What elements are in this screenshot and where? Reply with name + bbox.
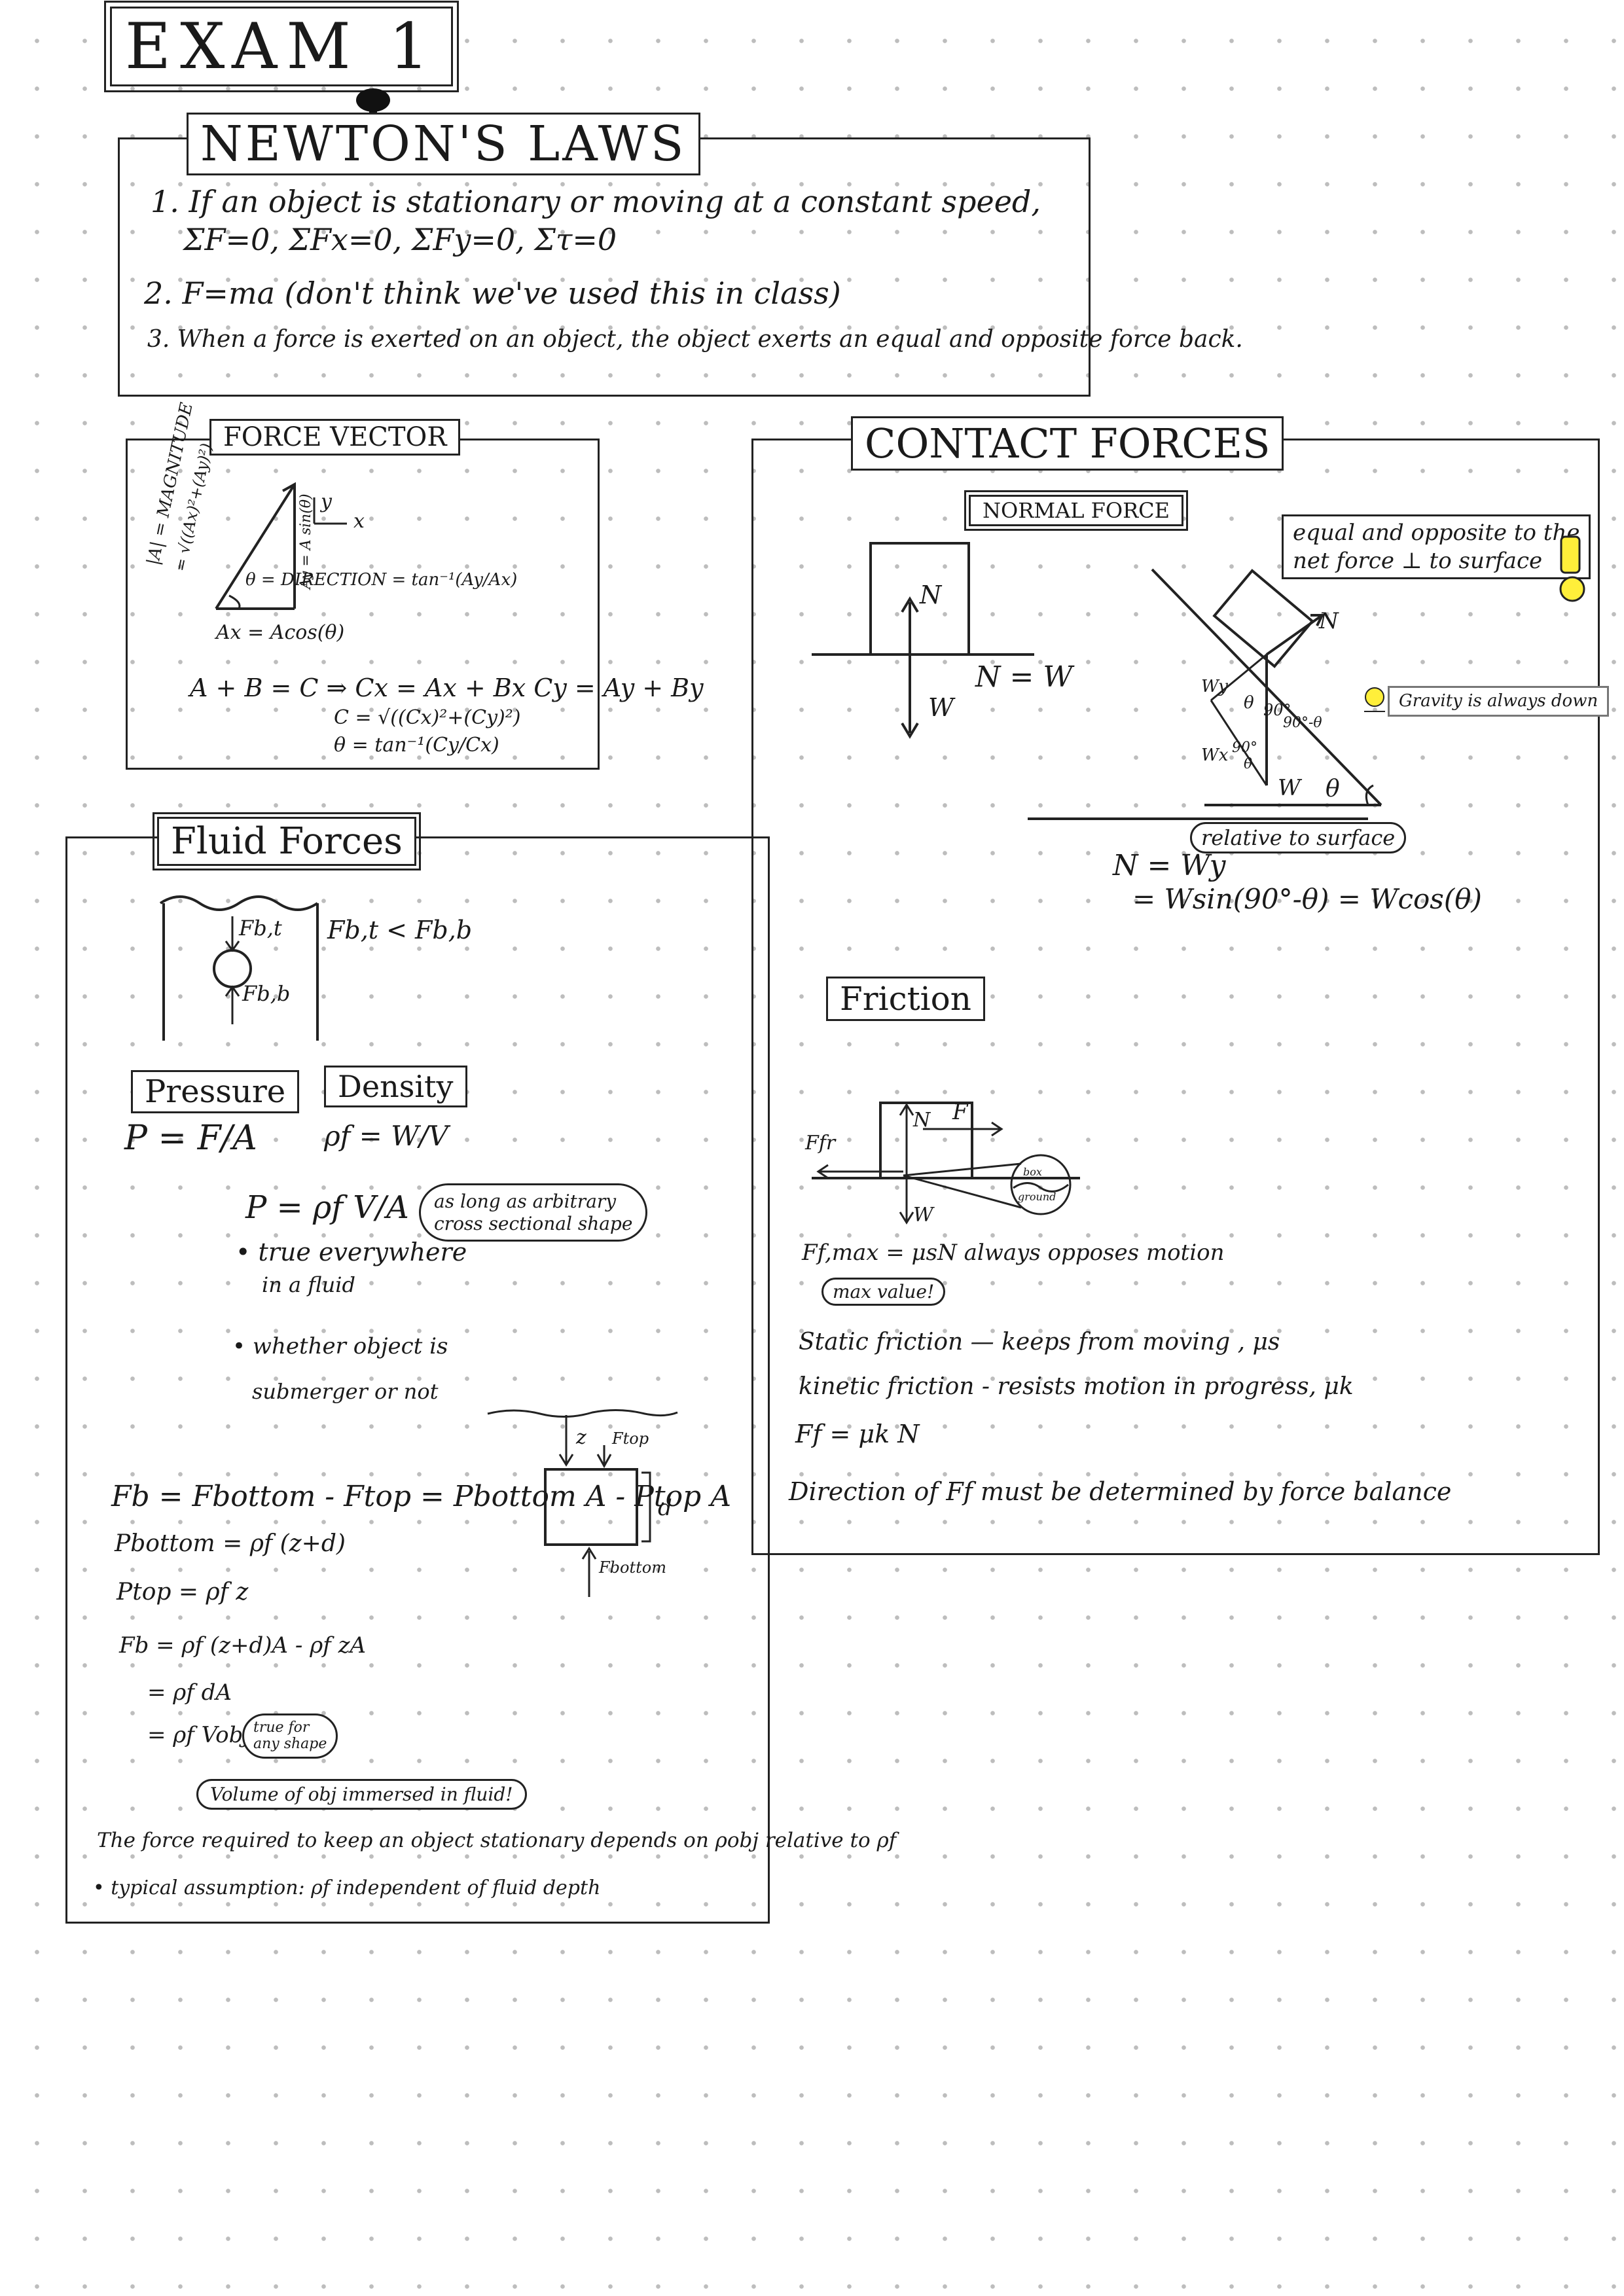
c-direction: θ = tan⁻¹(Cy/Cx) — [334, 734, 499, 757]
friction-title: Friction — [826, 977, 985, 1021]
true-any-shape-bubble: true for any shape — [242, 1713, 338, 1759]
buoyancy-equation-4: = ρf Vobj — [147, 1722, 250, 1748]
bullet-in-fluid: in a fluid — [262, 1272, 355, 1297]
incline-n-label: N — [1319, 608, 1339, 634]
axis-y-label: y — [321, 490, 332, 513]
static-friction-line: Static friction — keeps from moving , μs — [799, 1329, 1280, 1355]
block-d-label: d — [658, 1495, 672, 1521]
typical-assumption-line: • typical assumption: ρf independent of … — [93, 1876, 601, 1899]
ftop-label: Ftop — [612, 1429, 649, 1448]
incline-theta-top: θ — [1244, 693, 1254, 713]
contact-forces-title: CONTACT FORCES — [851, 416, 1284, 471]
fbottom-label: Fbottom — [599, 1558, 666, 1577]
p-bottom-equation: Pbottom = ρf (z+d) — [115, 1530, 346, 1557]
buoyancy-diagram — [159, 895, 319, 1041]
law-2-text: 2. F=ma (don't think we've used this in … — [144, 276, 841, 311]
pressure-title: Pressure — [131, 1070, 300, 1113]
axis-x-label: x — [353, 510, 365, 533]
incline-theta-base: θ — [1326, 776, 1340, 802]
ax-label: Ax = Acos(θ) — [216, 621, 345, 644]
gravity-note: Gravity is always down — [1388, 686, 1610, 717]
buoyancy-compare: Fb,t < Fb,b — [327, 916, 473, 944]
submerged-block-diagram — [487, 1408, 678, 1597]
incline-ninety-minus-theta: 90°-θ — [1283, 715, 1322, 731]
friction-max-line: Ff,max = μsN always opposes motion — [802, 1240, 1225, 1266]
c-magnitude: C = √((Cx)²+(Cy)²) — [334, 706, 521, 729]
n-equals-wcos: = Wsin(90°-θ) = Wcos(θ) — [1132, 883, 1482, 915]
normal-force-diagram — [812, 542, 1034, 739]
true-line-2: any shape — [253, 1736, 327, 1753]
bullet-true-everywhere: • true everywhere — [236, 1238, 467, 1266]
arbitrary-shape-bubble: as long as arbitrary cross sectional sha… — [419, 1183, 648, 1242]
equal-opposite-note: equal and opposite to the net force ⊥ to… — [1282, 514, 1591, 579]
normal-n-label: N — [920, 581, 942, 609]
page-title: EXAM 1 — [103, 1, 460, 92]
friction-ground-label: ground — [1018, 1191, 1056, 1203]
incline-ninety-top: 90° — [1263, 701, 1291, 719]
surface-line — [1028, 817, 1368, 820]
max-value-bubble: max value! — [821, 1278, 946, 1306]
normal-w-label: W — [928, 693, 954, 722]
force-vector-title: FORCE VECTOR — [209, 419, 461, 456]
friction-diagram — [812, 1102, 1080, 1225]
direction-label: θ = DIRECTION = tan⁻¹(Ay/Ax) — [245, 570, 518, 590]
stationary-force-line: The force required to keep an object sta… — [97, 1829, 897, 1852]
note-line-1: equal and opposite to the — [1293, 520, 1580, 546]
fluid-forces-title: Fluid Forces — [153, 812, 421, 870]
kinetic-friction-line: kinetic friction - resists motion in pro… — [799, 1373, 1354, 1400]
lightbulb-small-icon — [1364, 687, 1385, 712]
note-line-2: net force ⊥ to surface — [1293, 547, 1543, 574]
bullet-whether-object: • whether object is — [232, 1333, 448, 1359]
density-title: Density — [324, 1066, 467, 1107]
lightbulb-icon — [1559, 535, 1585, 602]
incline-wy-label: Wy — [1201, 677, 1228, 696]
fluid-forces-box — [65, 836, 770, 1924]
friction-direction-line: Direction of Ff must be determined by fo… — [789, 1477, 1452, 1506]
vector-sum-line: A + B = C ⇒ Cx = Ax + Bx Cy = Ay + By — [190, 673, 704, 702]
volume-immersed-bubble: Volume of obj immersed in fluid! — [196, 1779, 527, 1810]
relative-surface-bubble: relative to surface — [1190, 822, 1407, 853]
buoyancy-equation: Fb = Fbottom - Ftop = Pbottom A - Ptop A — [111, 1480, 731, 1513]
force-vector-diagram — [215, 482, 347, 610]
newtons-laws-box — [118, 137, 1091, 397]
kinetic-friction-eq: Ff = μk N — [795, 1420, 920, 1448]
n-equals-wy: N = Wy — [1113, 849, 1226, 882]
fbb-label: Fb,b — [242, 981, 291, 1006]
incline-diagram — [1151, 568, 1382, 806]
normal-force-title: NORMAL FORCE — [964, 490, 1188, 531]
arbitrary-line-1: as long as arbitrary — [434, 1191, 617, 1212]
buoyancy-equation-2: Fb = ρf (z+d)A - ρf zA — [119, 1632, 367, 1659]
incline-ninety-lower: 90° — [1232, 740, 1257, 756]
n-equals-w: N = W — [975, 660, 1073, 694]
arbitrary-line-2: cross sectional shape — [434, 1212, 633, 1234]
friction-w-label: W — [913, 1204, 933, 1227]
law-1-text: 1. If an object is stationary or moving … — [151, 184, 1041, 219]
incline-wx-label: Wx — [1201, 745, 1229, 765]
bullet-submerged: submerger or not — [252, 1379, 439, 1404]
law-3-text: 3. When a force is exerted on an object,… — [147, 326, 1243, 353]
friction-ff-label: Ffr — [805, 1132, 836, 1155]
depth-z-label: z — [576, 1426, 586, 1449]
incline-theta-lower: θ — [1244, 756, 1253, 772]
friction-f-label: F — [952, 1099, 968, 1125]
pressure-formula: P = F/A — [124, 1119, 257, 1158]
friction-box-label: box — [1023, 1166, 1042, 1178]
friction-n-label: N — [913, 1109, 931, 1132]
fbt-label: Fb,t — [239, 916, 282, 941]
p-top-equation: Ptop = ρf z — [117, 1579, 249, 1605]
density-formula: ρf = W/V — [324, 1120, 448, 1152]
law-1-equations: ΣF=0, ΣFx=0, ΣFy=0, Στ=0 — [183, 222, 617, 257]
true-line-1: true for — [253, 1719, 310, 1736]
newtons-laws-title: NEWTON'S LAWS — [187, 113, 700, 175]
incline-w-label: W — [1278, 775, 1301, 801]
buoyancy-equation-3: = ρf dA — [147, 1679, 232, 1706]
